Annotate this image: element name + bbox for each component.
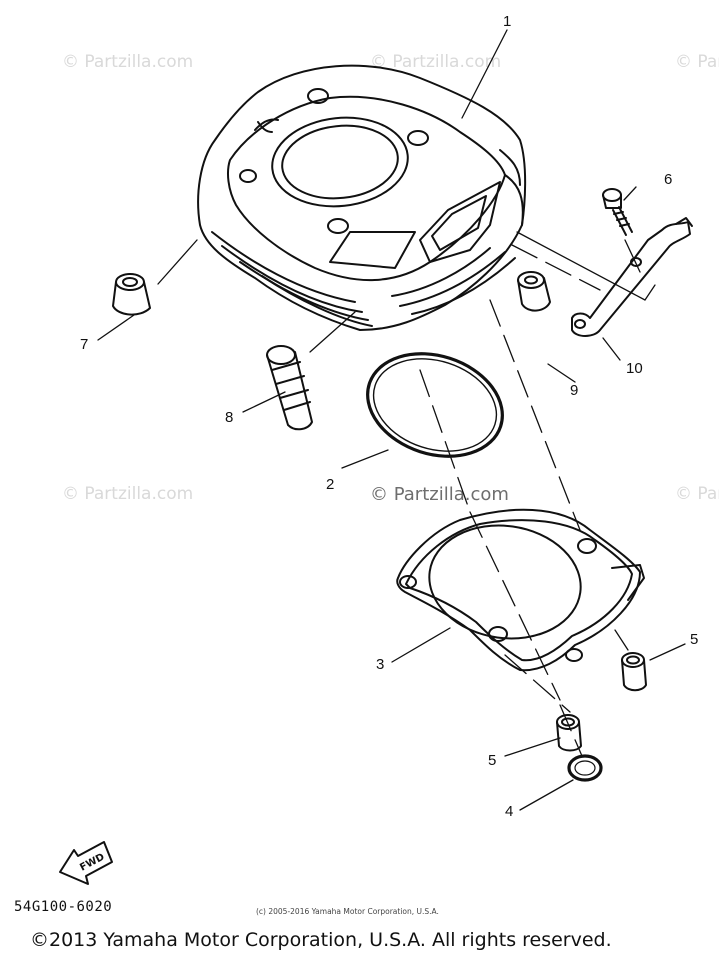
callout-6: 6 xyxy=(664,171,673,188)
callout-1: 1 xyxy=(503,13,512,30)
callout-2: 2 xyxy=(326,476,335,493)
callout-7: 7 xyxy=(80,336,89,353)
callout-5a: 5 xyxy=(690,631,699,648)
watermark: © Partzilla.com xyxy=(62,484,194,504)
callout-10: 10 xyxy=(626,360,643,377)
bolt-6 xyxy=(602,188,633,236)
watermark: © Partzilla.com xyxy=(62,52,194,72)
callout-9: 9 xyxy=(570,382,579,399)
assembly-lines xyxy=(419,244,629,757)
dowel-7 xyxy=(112,273,151,316)
fwd-arrow-icon: FWD xyxy=(59,841,113,885)
watermark: © Partzilla.com xyxy=(370,52,502,72)
cylinder-gasket xyxy=(396,508,645,672)
callout-8: 8 xyxy=(225,409,234,426)
watermark: © Partzilla.com xyxy=(675,52,719,72)
watermark: © Partzilla.com xyxy=(675,484,719,504)
bracket-10 xyxy=(571,217,693,337)
bracket-guides xyxy=(516,231,656,301)
diagram-part-code: 54G100-6020 xyxy=(14,899,113,915)
small-copyright: (c) 2005-2016 Yamaha Motor Corporation, … xyxy=(256,907,439,916)
callout-3: 3 xyxy=(376,656,385,673)
footer-copyright: ©2013 Yamaha Motor Corporation, U.S.A. A… xyxy=(30,929,612,951)
leader-lines xyxy=(97,29,686,811)
callout-4: 4 xyxy=(505,803,514,820)
dowel-pin-5b xyxy=(556,714,582,752)
dowel-9 xyxy=(517,271,551,312)
cylinder-block xyxy=(197,64,527,331)
ring-4 xyxy=(567,754,603,782)
dowel-pin-5a xyxy=(621,652,647,692)
pipe-8 xyxy=(266,345,313,431)
watermark-center: © Partzilla.com xyxy=(370,484,509,505)
callout-5b: 5 xyxy=(488,752,497,769)
o-ring xyxy=(366,352,504,458)
